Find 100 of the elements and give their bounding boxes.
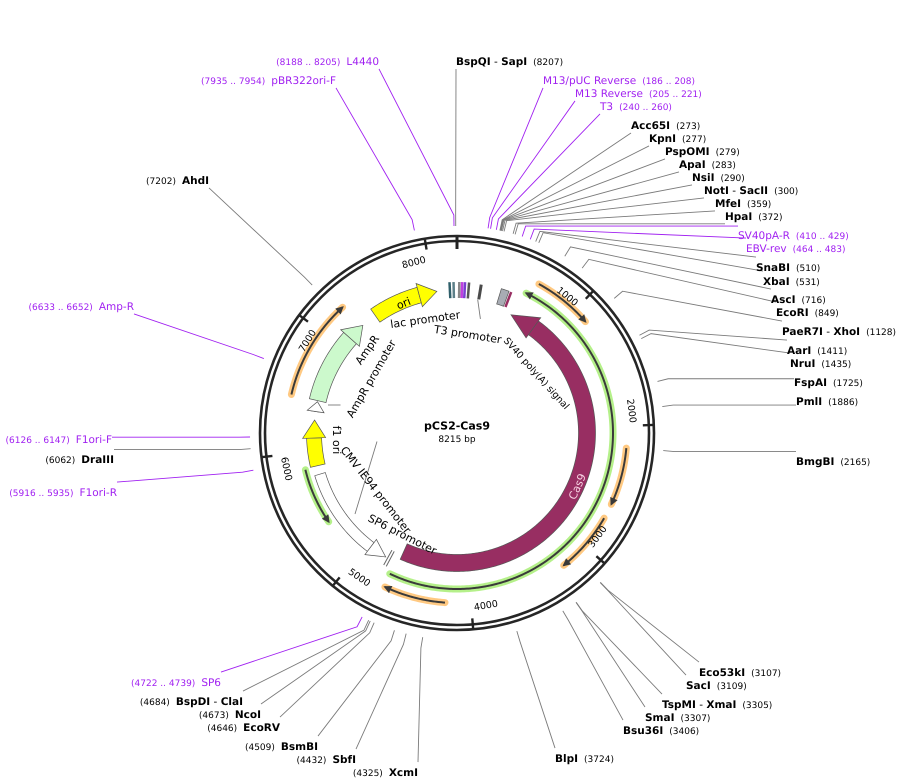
site-position: (1725): [832, 379, 863, 390]
site-position: (2165): [840, 458, 870, 468]
enzyme-name: HpaI: [725, 211, 752, 224]
primer-name: SV40pA-R: [738, 230, 790, 242]
primer-position: (8188 .. 8205): [276, 58, 340, 68]
leader-line: [328, 404, 341, 406]
primer-name: Amp-R: [98, 301, 134, 314]
enzyme-name: PaeR7I - XhoI: [782, 326, 860, 338]
primer-position: (205 .. 221): [648, 90, 702, 100]
site-position: (1128): [866, 328, 896, 338]
site-position: (4673): [198, 711, 229, 722]
primer-position: (5916 .. 5935): [9, 489, 74, 500]
primer-name: EBV-rev: [746, 243, 787, 256]
leader-line: [562, 610, 624, 720]
leader-line: [260, 620, 371, 704]
site-position: (531): [796, 278, 820, 288]
site-position: (277): [682, 135, 706, 146]
site-position: (3307): [680, 714, 710, 724]
leader-line: [418, 636, 424, 762]
leader-line: [499, 132, 632, 231]
site-position: (1886): [828, 398, 858, 408]
enzyme-name: FspAI: [794, 377, 827, 390]
leader-line: [496, 114, 600, 230]
enzyme-name: SacI: [686, 680, 711, 692]
site-position: (300): [774, 187, 798, 198]
enzyme-name: Acc65I: [631, 120, 670, 132]
primer-position: (464 .. 483): [792, 245, 846, 256]
leader-line: [501, 172, 680, 232]
enzyme-name: BlpI: [555, 753, 578, 766]
enzyme-name: AscI: [771, 294, 796, 306]
enzyme-name: PmlI: [796, 396, 822, 408]
leader-line: [116, 470, 254, 482]
plasmid-size: 8215 bp: [438, 435, 476, 445]
primer-name: F1ori-R: [80, 487, 117, 500]
leader-line: [134, 314, 264, 360]
leader-line: [455, 68, 456, 226]
enzyme-name: EcoRV: [243, 722, 280, 734]
enzyme-name: BmgBI: [796, 456, 834, 468]
enzyme-name: TspMI - XmaI: [662, 699, 736, 712]
site-position: (1435): [821, 360, 852, 370]
primer-position: (240 .. 260): [619, 103, 672, 114]
primer-position: (6633 .. 6652): [28, 303, 93, 314]
tick-label: 6000: [278, 456, 294, 482]
leader-line: [576, 602, 646, 708]
leader-line: [516, 630, 556, 748]
leader-line: [662, 404, 796, 407]
leader-line: [500, 146, 650, 232]
site-position: (1411): [817, 347, 848, 358]
enzyme-name: SmaI: [645, 712, 674, 724]
feature-mark: [478, 284, 484, 300]
leader-line: [502, 184, 692, 232]
enzyme-name: NruI: [790, 358, 816, 370]
leader-line: [600, 582, 686, 676]
enzyme-name: MfeI: [715, 198, 742, 210]
leader-line: [522, 226, 738, 237]
leader-line: [500, 158, 666, 232]
site-position: (4509): [244, 743, 275, 754]
leader-line: [477, 299, 481, 320]
leader-line: [490, 100, 576, 230]
site-position: (4432): [296, 756, 326, 766]
enzyme-name: Eco53kI: [699, 667, 746, 680]
primer-name: M13 Reverse: [575, 88, 643, 100]
leader-line: [354, 441, 378, 514]
leader-line: [662, 450, 796, 452]
site-position: (273): [676, 122, 700, 132]
leader-line: [538, 232, 764, 272]
feature-label: T3 promoter: [433, 322, 502, 346]
site-position: (4684): [140, 698, 170, 708]
feature-label: f1 ori: [330, 426, 343, 454]
site-position: (279): [716, 148, 740, 158]
leader-line: [657, 378, 794, 382]
enzyme-name: XcmI: [388, 767, 418, 779]
leader-line: [640, 333, 790, 354]
primer-position: (4722 .. 4739): [131, 679, 196, 690]
leader-line: [582, 258, 776, 302]
leader-line: [336, 88, 415, 231]
enzyme-name: NsiI: [692, 172, 715, 184]
leader-line: [512, 210, 716, 234]
enzyme-name: NcoI: [234, 709, 261, 722]
enzyme-name: KpnI: [649, 133, 676, 146]
site-position: (3107): [751, 669, 782, 680]
leader-line: [488, 88, 544, 229]
site-position: (290): [720, 174, 745, 184]
primer-name: T3: [600, 101, 614, 114]
leader-line: [242, 620, 370, 692]
site-position: (7202): [146, 177, 176, 188]
enzyme-name: ApaI: [679, 159, 706, 172]
primer-position: (186 .. 208): [642, 77, 696, 88]
enzyme-name: AhdI: [182, 175, 209, 188]
primer-position: (7935 .. 7954): [201, 77, 266, 88]
site-position: (8207): [533, 58, 564, 68]
leader-line: [378, 68, 454, 226]
leader-line: [280, 622, 375, 718]
leader-line: [318, 630, 395, 736]
primer-position: (6126 .. 6147): [6, 436, 70, 446]
primer-name: F1ori-F: [76, 434, 112, 446]
enzyme-name: BsmBI: [280, 741, 318, 754]
primer-name: SP6: [201, 677, 221, 690]
leader-line: [564, 246, 772, 290]
feature-label: ori: [394, 294, 413, 312]
